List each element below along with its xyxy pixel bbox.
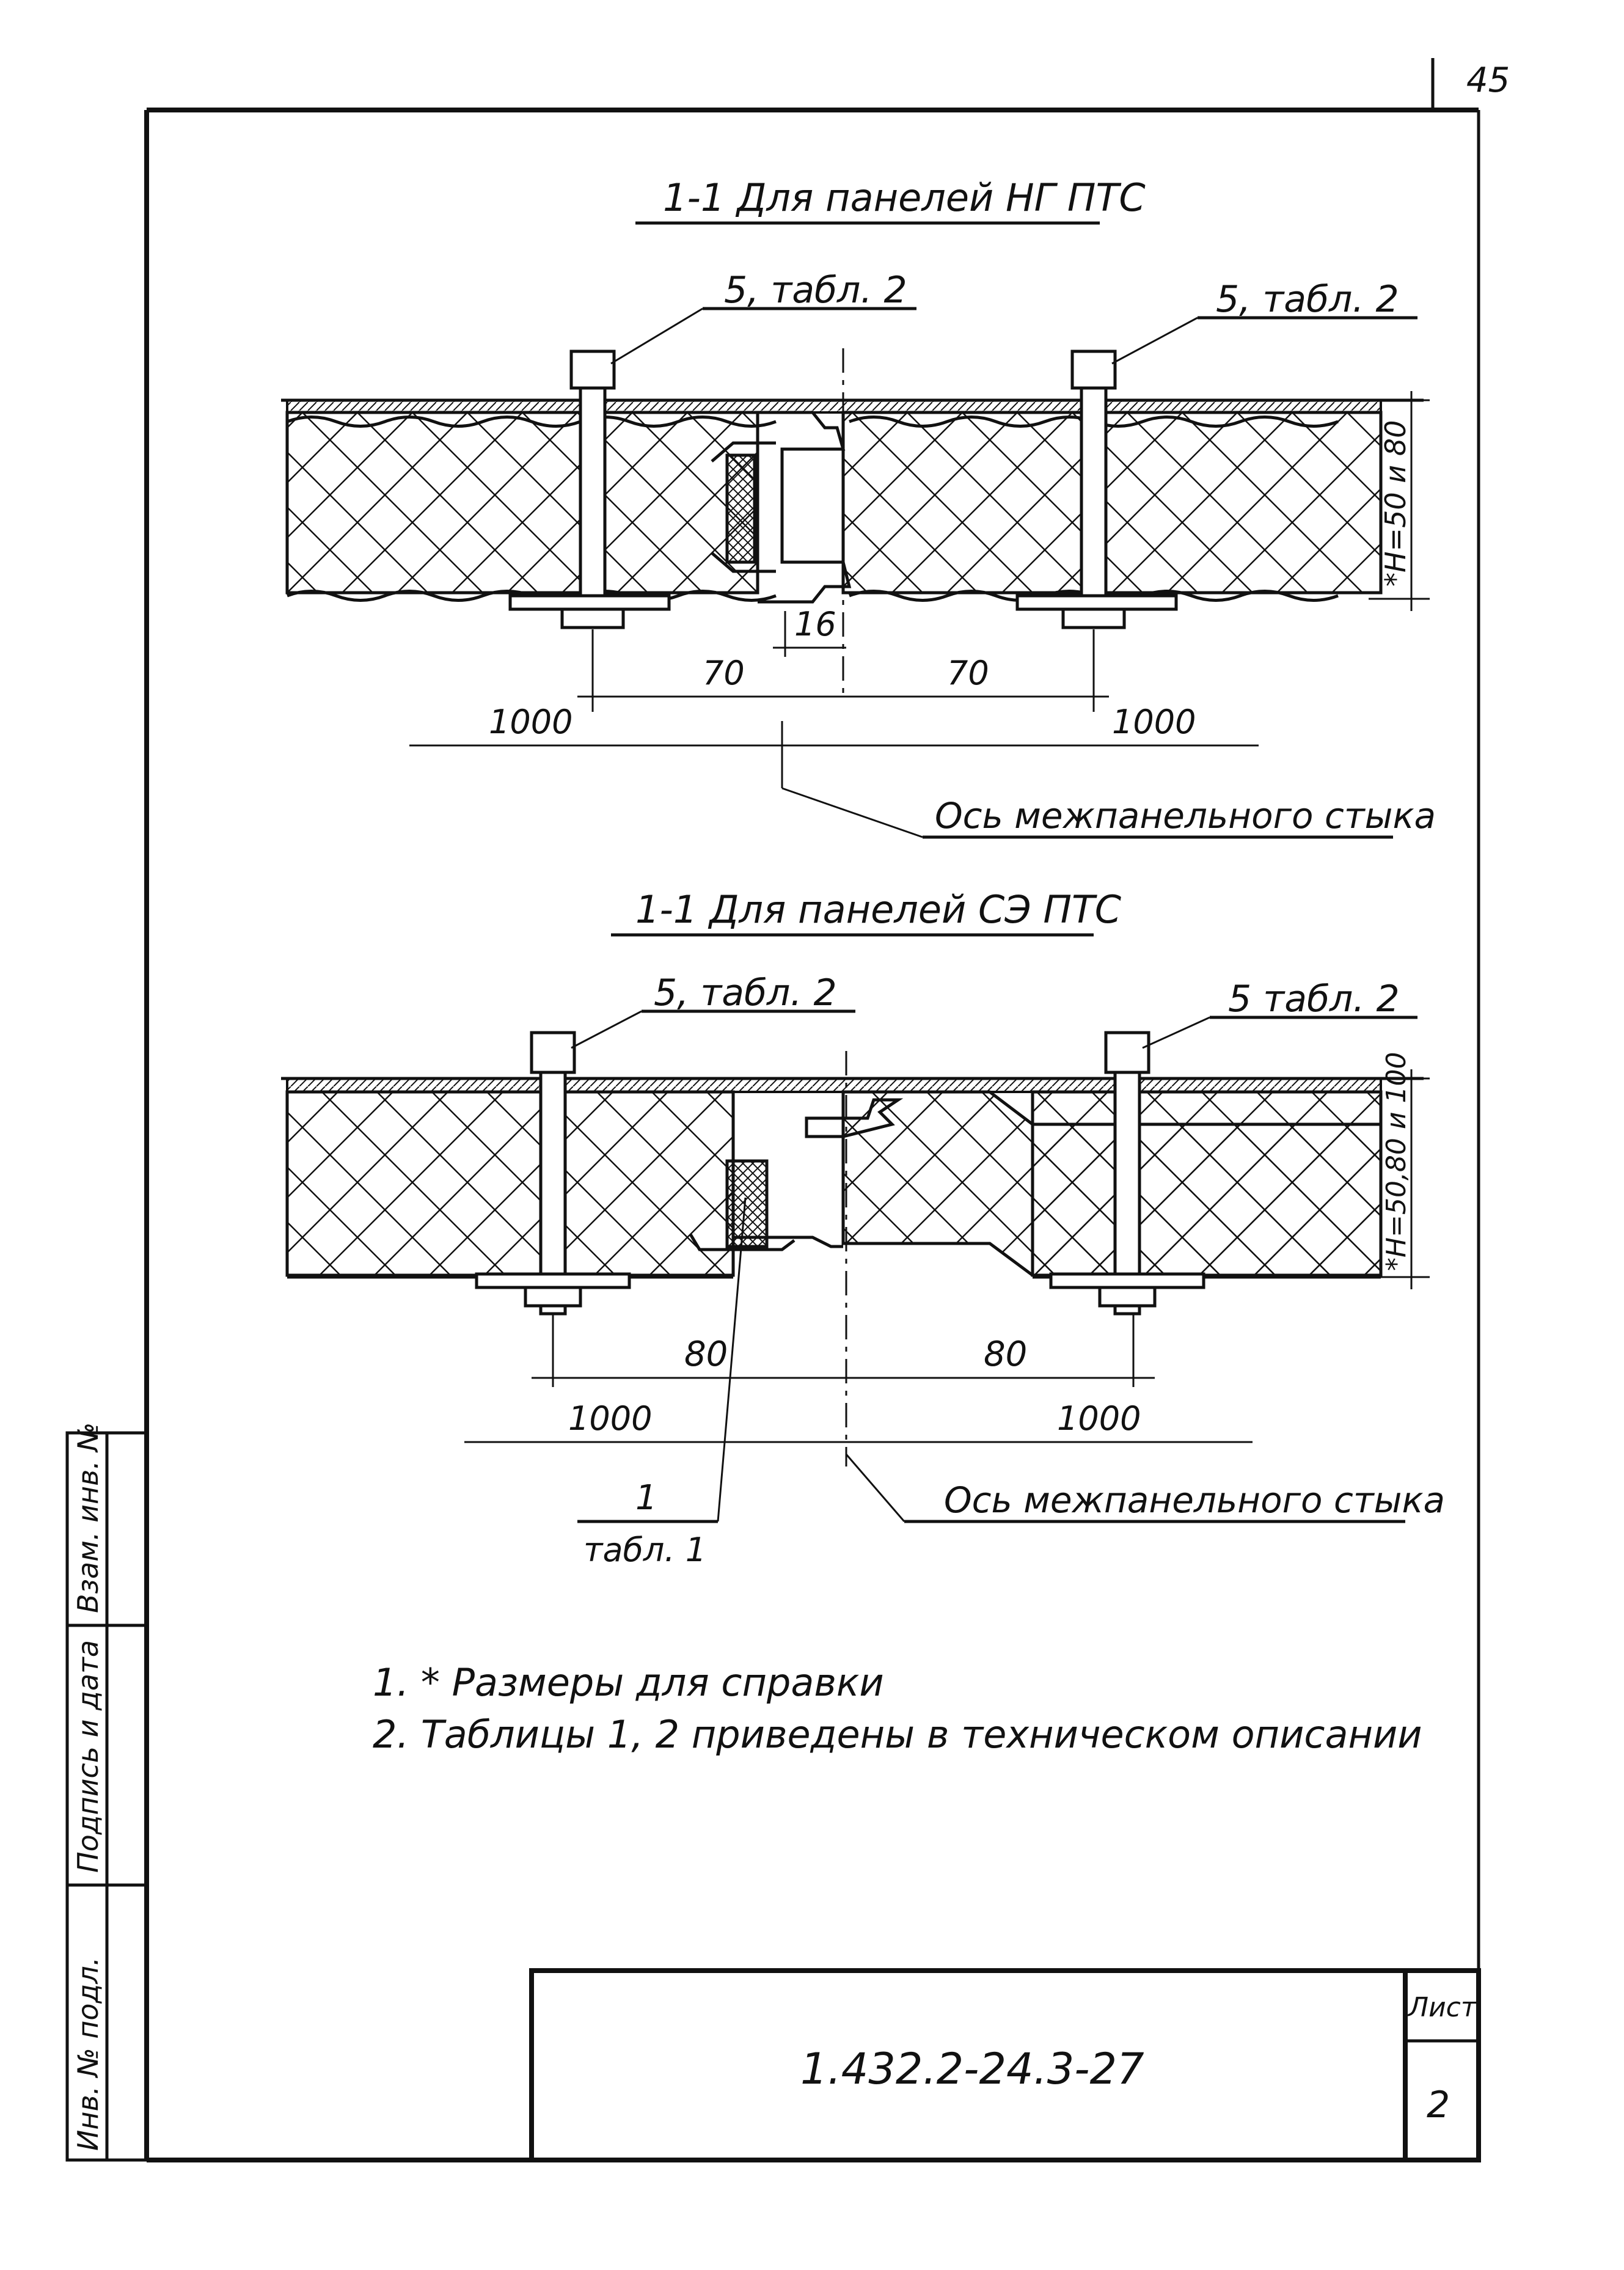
- panel-a-left-core: [285, 411, 759, 595]
- joint-b-profile: [733, 1098, 904, 1248]
- side-stamp-field-3: Инв. № подл.: [71, 1957, 104, 2151]
- bolt-a-right: [1015, 350, 1178, 629]
- section-b-seal-callout-number: 1: [635, 1478, 657, 1518]
- section-b-axis-label: Ось межпанельного стыка: [944, 1479, 1445, 1521]
- section-a-dim-gap: 16: [794, 605, 836, 643]
- joint-a-profile: [758, 411, 852, 604]
- section-b: 1-1 Для панелей СЭ ПТС 5, табл. 2: [281, 887, 1445, 1569]
- note-2: 2. Таблицы 1, 2 приведены в техническом …: [373, 1712, 1422, 1757]
- sheet-label: Лист: [1407, 1992, 1477, 2023]
- section-b-callout-right: 5 табл. 2: [1228, 978, 1400, 1020]
- section-a: 1-1 Для панелей НГ ПТС 5,: [281, 175, 1436, 839]
- section-a-dim-height: *Н=50 и 80: [1379, 420, 1412, 587]
- sheet-value: 2: [1427, 2084, 1450, 2126]
- side-stamp-field-1: Взам. инв. №: [71, 1422, 104, 1613]
- bolt-b-left: [475, 1031, 631, 1316]
- section-a-dim-1000-right: 1000: [1112, 703, 1196, 741]
- sheet-number-corner: 45: [1466, 60, 1510, 100]
- bolt-b-right: [1049, 1031, 1205, 1316]
- section-a-dim-70-left: 70: [703, 654, 745, 692]
- seal-b: [725, 1159, 769, 1248]
- section-a-title: 1-1 Для панелей НГ ПТС: [663, 175, 1146, 220]
- panel-b-top-skin: [286, 1077, 1382, 1093]
- notes: 1. * Размеры для справки 2. Таблицы 1, 2…: [373, 1660, 1422, 1757]
- doc-code: 1.432.2-24.3-27: [800, 2044, 1144, 2094]
- section-a-callout-right: 5, табл. 2: [1216, 278, 1399, 321]
- title-block: 1.432.2-24.3-27 Лист 2: [529, 1968, 1481, 2162]
- panel-b-left-core: [285, 1090, 735, 1277]
- section-a-callout-left: 5, табл. 2: [724, 269, 907, 312]
- section-b-dim-height: *Н=50,80 и 100: [1381, 1052, 1412, 1271]
- section-a-dim-1000-left: 1000: [489, 703, 572, 741]
- side-stamp: Взам. инв. № Подпись и дата Инв. № подл.: [65, 1422, 148, 2162]
- section-b-dim-1000-left: 1000: [568, 1399, 652, 1438]
- section-b-dim-80-right: 80: [984, 1335, 1027, 1374]
- panel-a-right-core: [841, 411, 1383, 595]
- bolt-a-left: [508, 350, 671, 629]
- section-b-dim-80-left: 80: [684, 1335, 728, 1374]
- section-b-callout-left: 5, табл. 2: [654, 972, 837, 1014]
- section-b-title: 1-1 Для панелей СЭ ПТС: [635, 887, 1122, 932]
- section-a-axis-label: Ось межпанельного стыка: [935, 795, 1436, 837]
- panel-a-top-skin: [286, 399, 1382, 414]
- side-stamp-field-2: Подпись и дата: [71, 1640, 104, 1873]
- section-b-dim-1000-right: 1000: [1057, 1399, 1141, 1438]
- section-a-dim-70-right: 70: [947, 654, 989, 692]
- section-b-seal-callout-table: табл. 1: [583, 1531, 706, 1569]
- seal-a: [725, 453, 756, 564]
- note-1: 1. * Размеры для справки: [373, 1660, 884, 1705]
